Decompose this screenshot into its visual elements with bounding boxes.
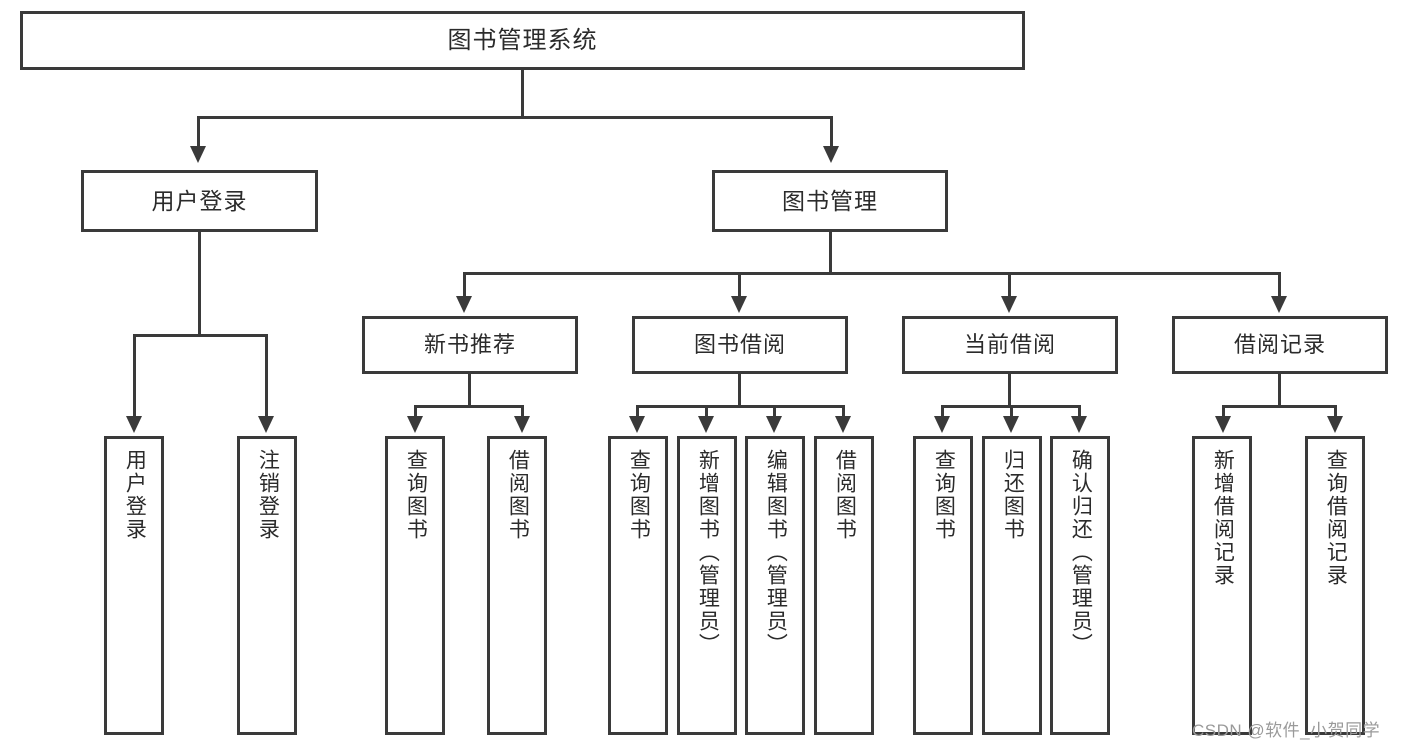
- connector-current-borrow-to-leaf-3: [1078, 405, 1081, 419]
- leaf-logout[interactable]: 注销登录: [237, 436, 297, 735]
- arrowhead-current-borrow-leaf-1: [934, 416, 950, 433]
- connector-user-login-bus: [133, 334, 268, 337]
- connector-book-borrow-stem: [738, 374, 741, 405]
- node-borrow-record[interactable]: 借阅记录: [1172, 316, 1388, 374]
- arrowhead-book-borrow-leaf-1: [629, 416, 645, 433]
- arrowhead-root-to-book-manage: [823, 146, 839, 163]
- arrowhead-borrow-record: [1271, 296, 1287, 313]
- arrowhead-root-to-user-login: [190, 146, 206, 163]
- connector-new-book-bus: [414, 405, 524, 408]
- node-label: 新书推荐: [423, 332, 516, 358]
- leaf-confirm-return-admin[interactable]: 确认归还（管理员）: [1050, 436, 1110, 735]
- connector-borrow-record-stem: [1278, 374, 1281, 405]
- connector-borrow-record-to-leaf-1: [1222, 405, 1225, 419]
- connector-book-borrow-to-leaf-4: [842, 405, 845, 419]
- arrowhead-new-book-recommend: [456, 296, 472, 313]
- arrowhead-book-borrow-leaf-3: [766, 416, 782, 433]
- connector-new-book-to-leaf-1: [414, 405, 417, 419]
- arrowhead-book-borrow-leaf-2: [698, 416, 714, 433]
- node-label: 图书借阅: [693, 332, 786, 358]
- leaf-borrow-book-recommend[interactable]: 借阅图书: [487, 436, 547, 735]
- arrowhead-borrow-record-leaf-1: [1215, 416, 1231, 433]
- arrowhead-current-borrow: [1001, 296, 1017, 313]
- arrowhead-new-book-leaf-1: [407, 416, 423, 433]
- connector-book-borrow-to-leaf-3: [773, 405, 776, 419]
- leaf-query-book-recommend[interactable]: 查询图书: [385, 436, 445, 735]
- connector-user-login-to-leaf-2: [265, 334, 268, 419]
- connector-new-book-to-leaf-2: [521, 405, 524, 419]
- node-label: 编辑图书（管理员）: [764, 449, 788, 656]
- node-label: 查询图书: [932, 449, 956, 541]
- leaf-query-book-current[interactable]: 查询图书: [913, 436, 973, 735]
- leaf-add-borrow-record[interactable]: 新增借阅记录: [1192, 436, 1252, 735]
- node-label: 查询图书: [627, 449, 651, 541]
- arrowhead-current-borrow-leaf-3: [1071, 416, 1087, 433]
- connector-new-book-stem: [468, 374, 471, 405]
- leaf-add-book-admin[interactable]: 新增图书（管理员）: [677, 436, 737, 735]
- node-label: 新增借阅记录: [1211, 449, 1235, 587]
- node-label: 确认归还（管理员）: [1069, 449, 1093, 656]
- connector-to-current-borrow: [1008, 272, 1011, 299]
- connector-borrow-record-to-leaf-2: [1334, 405, 1337, 419]
- node-user-login[interactable]: 用户登录: [81, 170, 318, 232]
- node-label: 借阅记录: [1233, 332, 1326, 358]
- leaf-query-book-borrow[interactable]: 查询图书: [608, 436, 668, 735]
- node-root-system[interactable]: 图书管理系统: [20, 11, 1025, 70]
- node-label: 当前借阅: [963, 332, 1056, 358]
- connector-root-bus: [197, 116, 833, 119]
- node-label: 图书管理系统: [447, 26, 598, 54]
- arrowhead-book-borrow-leaf-4: [835, 416, 851, 433]
- leaf-edit-book-admin[interactable]: 编辑图书（管理员）: [745, 436, 805, 735]
- leaf-borrow-book[interactable]: 借阅图书: [814, 436, 874, 735]
- connector-root-stem: [521, 70, 524, 116]
- leaf-query-borrow-record[interactable]: 查询借阅记录: [1305, 436, 1365, 735]
- connector-book-manage-bus: [463, 272, 1281, 275]
- node-label: 借阅图书: [506, 449, 530, 541]
- node-label: 新增图书（管理员）: [696, 449, 720, 656]
- connector-current-borrow-to-leaf-1: [941, 405, 944, 419]
- connector-book-borrow-to-leaf-1: [636, 405, 639, 419]
- node-label: 用户登录: [151, 187, 248, 214]
- connector-to-new-book-recommend: [463, 272, 466, 299]
- connector-book-borrow-to-leaf-2: [705, 405, 708, 419]
- connector-current-borrow-stem: [1008, 374, 1011, 405]
- node-label: 借阅图书: [833, 449, 857, 541]
- leaf-user-login[interactable]: 用户登录: [104, 436, 164, 735]
- connector-borrow-record-bus: [1222, 405, 1337, 408]
- node-current-borrow[interactable]: 当前借阅: [902, 316, 1118, 374]
- connector-user-login-stem: [198, 232, 201, 334]
- arrowhead-user-login-leaf-2: [258, 416, 274, 433]
- arrowhead-book-borrow: [731, 296, 747, 313]
- connector-book-manage-stem: [829, 232, 832, 272]
- connector-root-to-user-login: [197, 116, 200, 149]
- arrowhead-user-login-leaf-1: [126, 416, 142, 433]
- connector-root-to-book-manage: [830, 116, 833, 149]
- node-new-book-recommend[interactable]: 新书推荐: [362, 316, 578, 374]
- connector-book-borrow-bus: [636, 405, 845, 408]
- node-book-borrow[interactable]: 图书借阅: [632, 316, 848, 374]
- connector-user-login-to-leaf-1: [133, 334, 136, 419]
- connector-to-borrow-record: [1278, 272, 1281, 299]
- connector-to-book-borrow: [738, 272, 741, 299]
- node-label: 用户登录: [123, 449, 147, 541]
- connector-current-borrow-to-leaf-2: [1010, 405, 1013, 419]
- node-label: 查询图书: [404, 449, 428, 541]
- arrowhead-current-borrow-leaf-2: [1003, 416, 1019, 433]
- node-label: 注销登录: [256, 449, 280, 541]
- node-label: 图书管理: [782, 187, 878, 214]
- node-book-management[interactable]: 图书管理: [712, 170, 948, 232]
- node-label: 归还图书: [1001, 449, 1025, 541]
- leaf-return-book[interactable]: 归还图书: [982, 436, 1042, 735]
- arrowhead-new-book-leaf-2: [514, 416, 530, 433]
- arrowhead-borrow-record-leaf-2: [1327, 416, 1343, 433]
- node-label: 查询借阅记录: [1324, 449, 1348, 587]
- csdn-watermark: CSDN @软件_小贺同学: [1192, 721, 1381, 740]
